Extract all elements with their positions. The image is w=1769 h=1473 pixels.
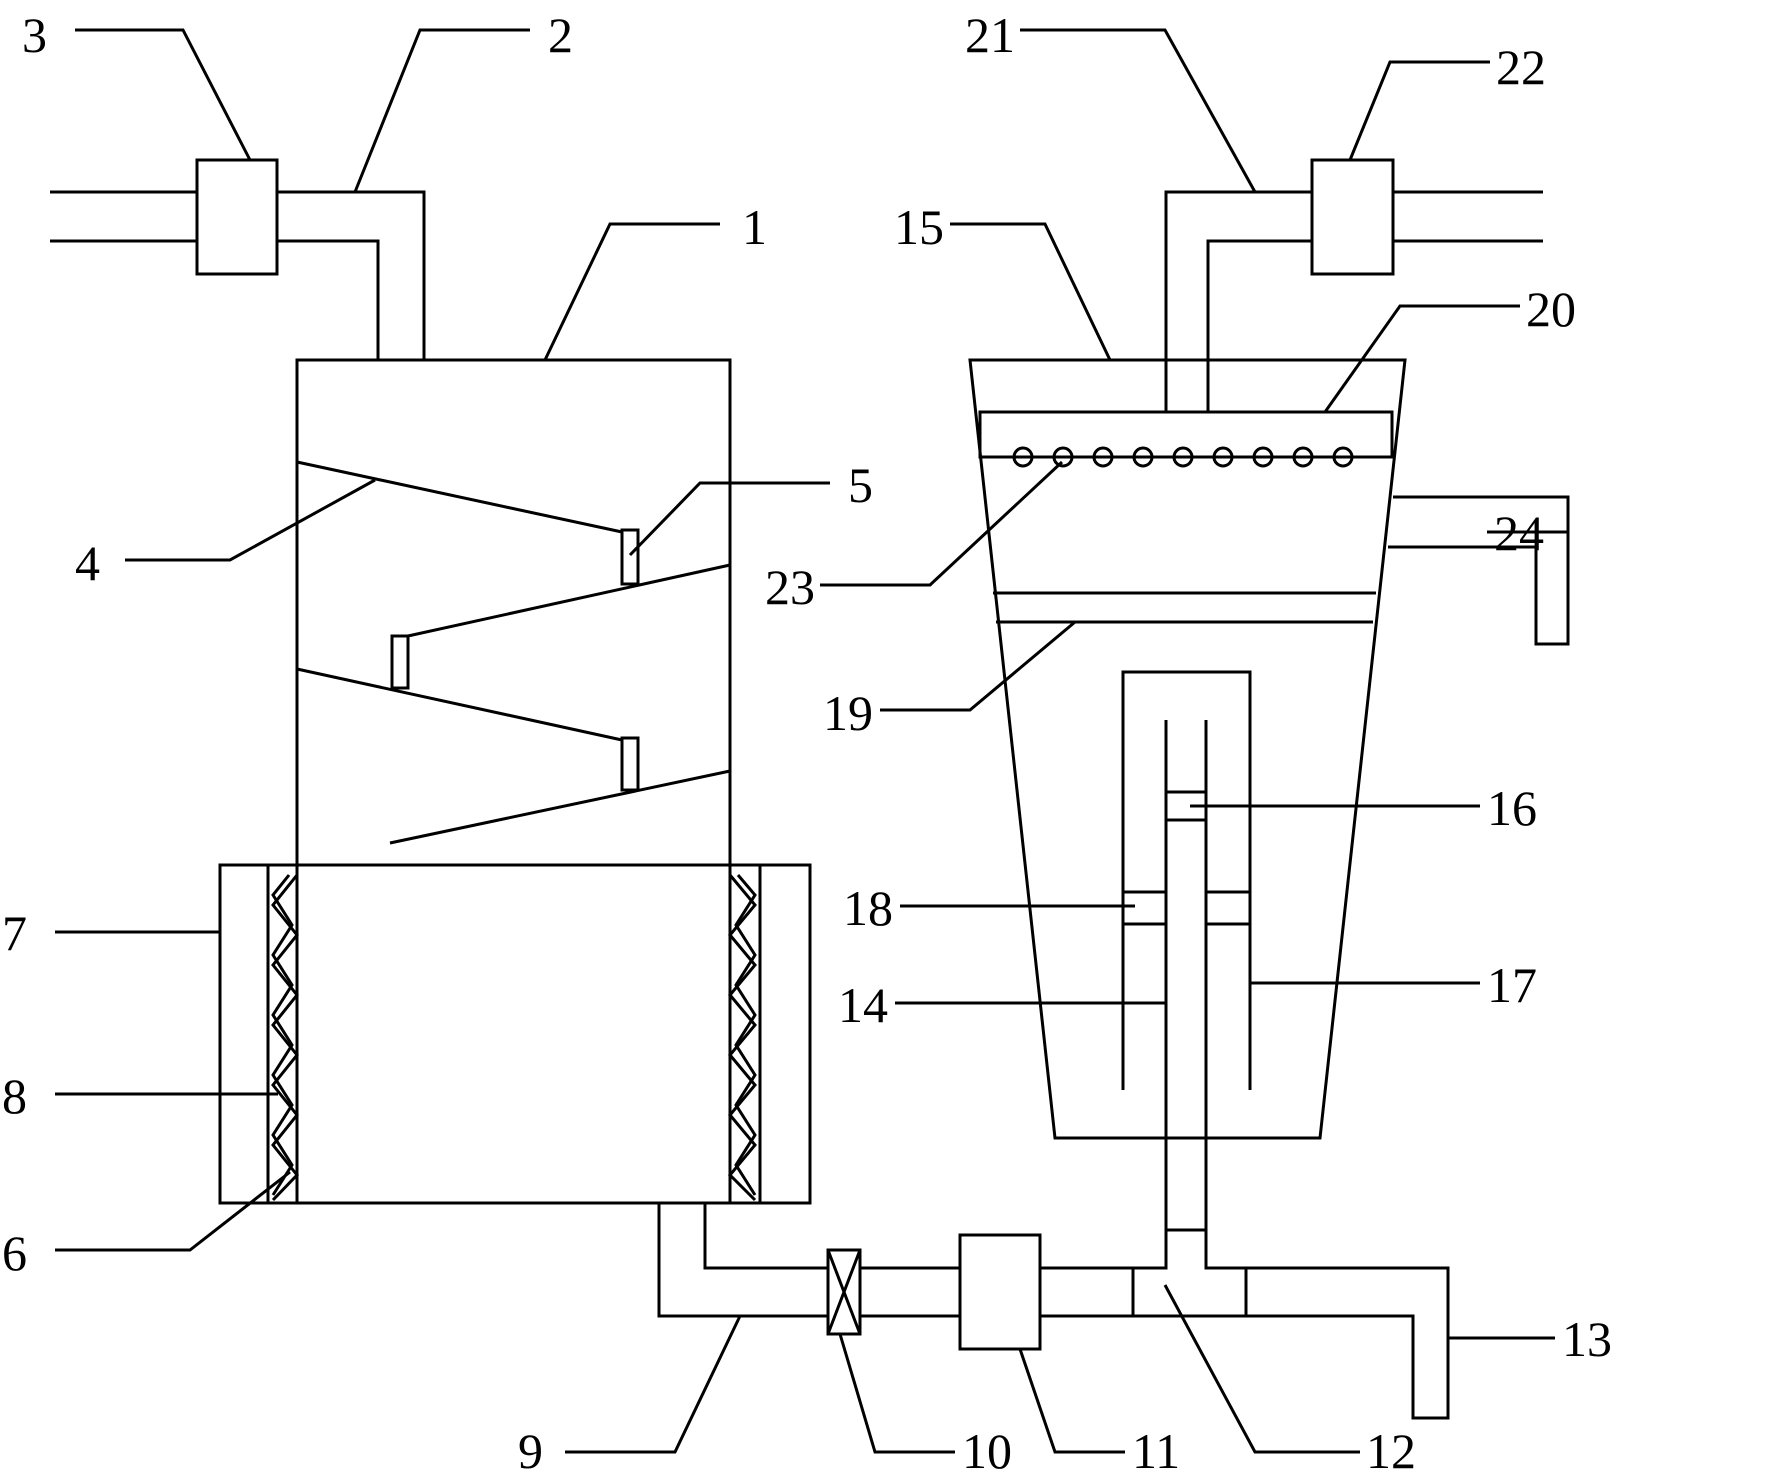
inner-shell bbox=[1121, 670, 1252, 1090]
callout-13: 13 bbox=[1562, 1311, 1612, 1367]
outlet-pipe bbox=[657, 1203, 1450, 1420]
spray-header bbox=[978, 410, 1394, 459]
callout-20: 20 bbox=[1526, 281, 1576, 337]
separator-vessel bbox=[968, 358, 1407, 1140]
right-top-device bbox=[1310, 158, 1395, 276]
baffle-strips bbox=[390, 528, 640, 792]
callout-18: 18 bbox=[843, 880, 893, 936]
callout-8: 8 bbox=[2, 1068, 27, 1124]
spray-nozzles bbox=[1012, 446, 1354, 468]
callout-10: 10 bbox=[962, 1423, 1012, 1473]
distributor-plate bbox=[993, 591, 1376, 624]
side-fittings bbox=[1121, 890, 1252, 926]
valve bbox=[826, 1248, 862, 1336]
callout-11: 11 bbox=[1132, 1423, 1180, 1473]
left-inlet-pipe bbox=[50, 190, 426, 360]
filter-zigzag-right bbox=[727, 874, 757, 1202]
callout-5: 5 bbox=[848, 457, 873, 513]
callout-4: 4 bbox=[75, 535, 100, 591]
left-inlet-device bbox=[195, 158, 279, 276]
callout-labels: 3 2 1 4 5 7 8 6 9 10 11 12 13 21 22 15 2… bbox=[2, 7, 1612, 1473]
right-top-pipe bbox=[1164, 190, 1543, 412]
leader-lines bbox=[55, 28, 1568, 1454]
callout-24: 24 bbox=[1494, 505, 1544, 561]
filter-housing bbox=[218, 863, 812, 1205]
callout-19: 19 bbox=[823, 685, 873, 741]
callout-15: 15 bbox=[894, 199, 944, 255]
callout-2: 2 bbox=[548, 7, 573, 63]
callout-6: 6 bbox=[2, 1225, 27, 1281]
callout-12: 12 bbox=[1366, 1423, 1416, 1473]
callout-17: 17 bbox=[1487, 957, 1537, 1013]
callout-1: 1 bbox=[742, 199, 767, 255]
callout-16: 16 bbox=[1487, 780, 1537, 836]
spiral-baffles bbox=[296, 460, 731, 845]
callout-7: 7 bbox=[2, 905, 27, 961]
filter-zigzag-left bbox=[271, 874, 299, 1202]
callout-9: 9 bbox=[518, 1423, 543, 1473]
callout-22: 22 bbox=[1496, 39, 1546, 95]
side-outlet bbox=[1388, 495, 1570, 646]
callout-14: 14 bbox=[838, 977, 888, 1033]
callout-3: 3 bbox=[22, 7, 47, 63]
pump bbox=[958, 1233, 1042, 1351]
center-pipe bbox=[1164, 720, 1208, 1230]
callout-21: 21 bbox=[965, 7, 1015, 63]
callout-23: 23 bbox=[765, 559, 815, 615]
